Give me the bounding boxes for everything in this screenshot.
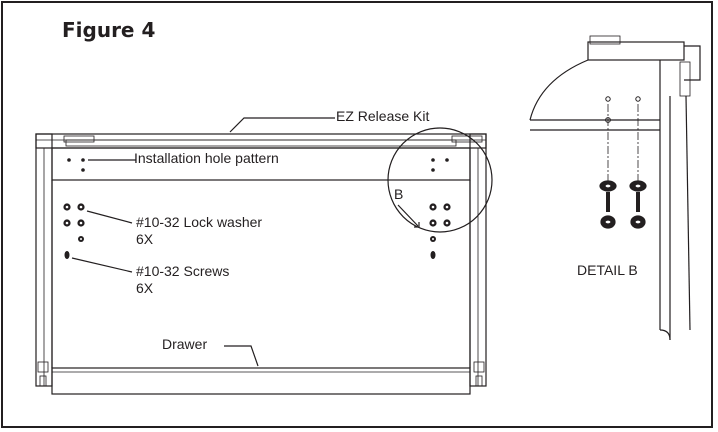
- hole-pattern-right: [431, 158, 449, 172]
- detail-callout-label: B: [394, 186, 404, 202]
- detail-b-arrow: [397, 204, 419, 227]
- ez-release-kit-bar: [65, 139, 457, 147]
- lock-washers-left: [63, 203, 85, 242]
- inner-top-panel: [51, 147, 471, 181]
- ez-release-leader: [229, 117, 335, 133]
- figure-title: Figure 4: [62, 18, 156, 42]
- screws-qty-label: 6X: [136, 280, 154, 296]
- drawer-leader: [224, 345, 259, 367]
- drawer-label: Drawer: [162, 336, 208, 352]
- drawer-front: [51, 367, 471, 395]
- drawer-assembly: [35, 133, 487, 395]
- detail-b-title: DETAIL B: [577, 262, 638, 278]
- lock-washer-label: #10-32 Lock washer: [136, 214, 263, 230]
- screws-label: #10-32 Screws: [136, 263, 230, 279]
- lock-washer-qty-label: 6X: [136, 231, 154, 247]
- installation-hole-pattern-label: Installation hole pattern: [134, 150, 279, 166]
- lock-washer-leader: [86, 210, 133, 224]
- hole-pattern-left: [67, 158, 85, 172]
- screws: [64, 251, 436, 259]
- detail-b-circle: [387, 127, 493, 233]
- detail-b-view: [529, 35, 701, 341]
- ez-release-kit-label: EZ Release Kit: [336, 108, 430, 124]
- screws-leader: [71, 257, 133, 273]
